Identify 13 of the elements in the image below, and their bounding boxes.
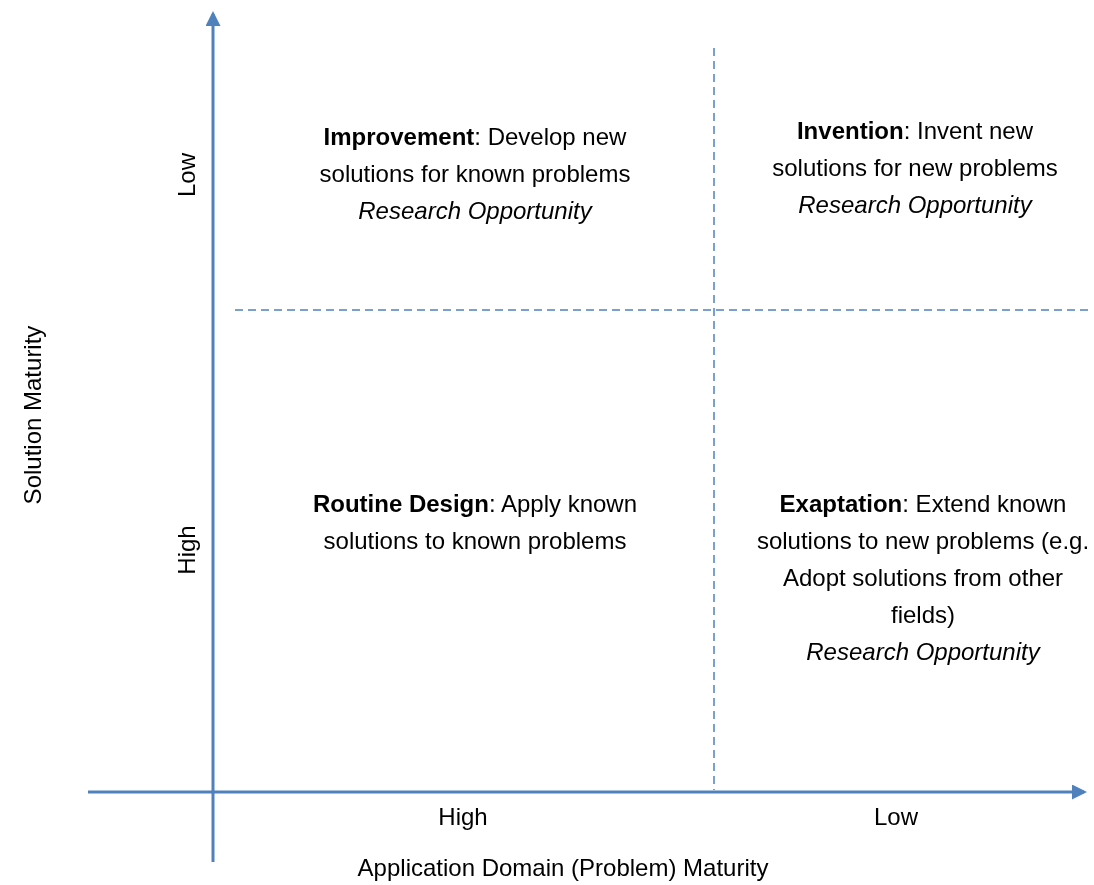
axis-tick-label: High bbox=[173, 525, 201, 575]
axis-tick-label: High bbox=[438, 803, 488, 831]
quadrant-description: Routine Design: Apply known solutions to known problems bbox=[311, 489, 639, 556]
quadrant-description: Improvement: Develop new solutions for known problems bbox=[318, 122, 632, 189]
quadrant-note: Research Opportunity bbox=[805, 637, 1042, 667]
axis-title: Solution Maturity bbox=[19, 325, 47, 505]
quadrant-note: Research Opportunity bbox=[357, 196, 594, 226]
axis-tick-label: Low bbox=[173, 153, 201, 197]
quadrant-description: Invention: Invent new solutions for new problems bbox=[771, 116, 1059, 183]
axis-title: Application Domain (Problem) Maturity bbox=[357, 854, 769, 882]
quadrant-description: Exaptation: Extend known solutions to new problems (e.g. Adopt solutions from other fields) bbox=[755, 489, 1091, 630]
quadrant-note: Research Opportunity bbox=[797, 190, 1034, 220]
axis-tick-label: Low bbox=[874, 803, 918, 831]
